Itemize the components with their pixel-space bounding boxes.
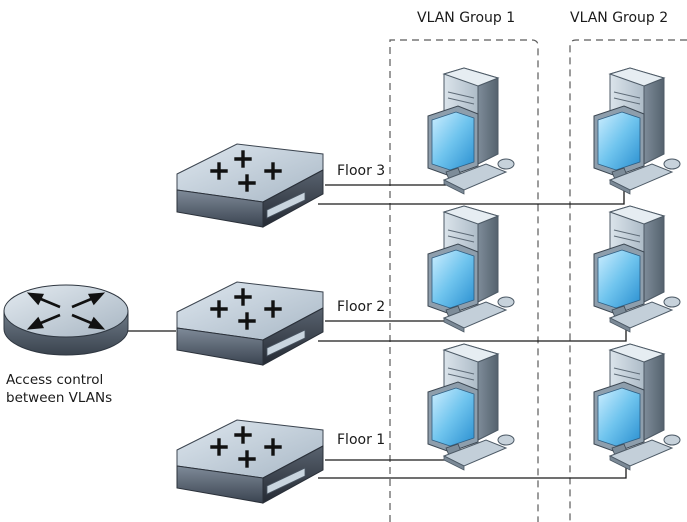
link-floor2-group2 [318, 325, 627, 342]
vlan-group-1-boundary [389, 39, 539, 522]
floor-3-label: Floor 3 [337, 163, 386, 179]
pc-floor1-group2 [593, 343, 681, 471]
pc-floor2-group1 [427, 205, 515, 333]
vlan-group-1-label: VLAN Group 1 [417, 10, 516, 26]
vlan-group-2-boundary [569, 39, 687, 522]
switch-floor-2 [175, 280, 325, 367]
pc-floor3-group1 [427, 67, 515, 195]
switch-floor-1 [175, 418, 325, 505]
router [3, 284, 129, 356]
floor-1-label: Floor 1 [337, 432, 386, 448]
router-caption-line-1: Access control [6, 372, 104, 388]
pc-floor1-group1 [427, 343, 515, 471]
link-floor1-group2 [318, 462, 627, 479]
router-caption-line-2: between VLANs [6, 390, 113, 406]
link-floor3-group2 [318, 186, 625, 205]
pc-floor3-group2 [593, 67, 681, 195]
switch-floor-3 [175, 142, 325, 229]
router-arrows-icon [26, 292, 106, 330]
vlan-group-2-label: VLAN Group 2 [570, 10, 669, 26]
pc-floor2-group2 [593, 205, 681, 333]
floor-2-label: Floor 2 [337, 299, 386, 315]
